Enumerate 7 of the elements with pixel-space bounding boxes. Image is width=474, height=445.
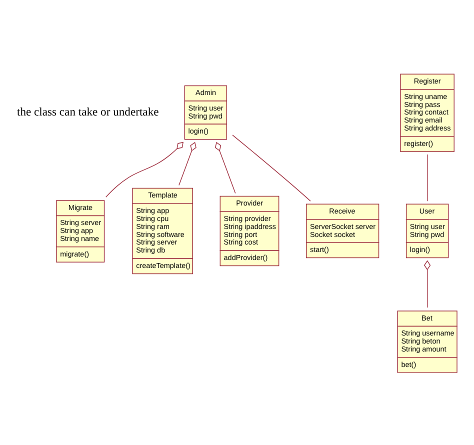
label: the class can take or undertake (16, 104, 159, 118)
connector (232, 134, 311, 201)
connector (424, 260, 431, 308)
connector (214, 141, 236, 194)
connector (426, 154, 428, 201)
connector (106, 141, 184, 197)
connector (178, 141, 196, 186)
